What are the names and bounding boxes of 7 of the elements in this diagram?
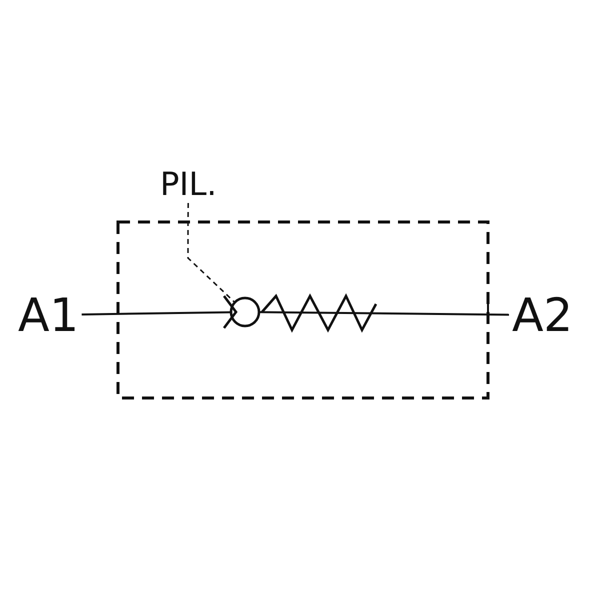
check-valve-ball (230, 296, 260, 328)
port-label: A2 (512, 292, 573, 338)
flow-line (82, 311, 232, 316)
flow-line (259, 311, 509, 316)
port-label: PIL. (160, 168, 217, 200)
pilot-line (187, 203, 236, 303)
port-label: A1 (18, 292, 79, 338)
